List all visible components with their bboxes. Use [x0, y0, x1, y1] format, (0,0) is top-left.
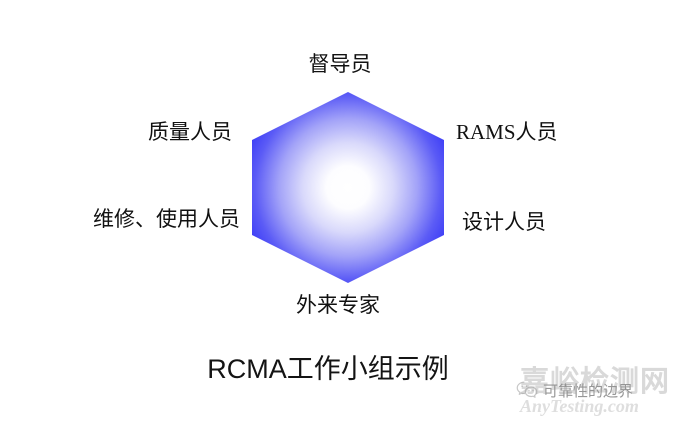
node-label-upper-right: RAMS人员 — [456, 120, 558, 144]
node-label-upper-left: 质量人员 — [148, 120, 232, 144]
diagram-caption: RCMA工作小组示例 — [207, 354, 449, 384]
hexagon-svg — [252, 92, 444, 283]
hexagon-polygon — [252, 92, 444, 283]
node-label-bottom: 外来专家 — [296, 293, 380, 317]
node-label-lower-right: 设计人员 — [462, 210, 546, 234]
hexagon-shape — [252, 92, 444, 283]
node-label-lower-left: 维修、使用人员 — [93, 207, 240, 231]
watermark-brand-en: AnyTesting.com — [520, 396, 639, 416]
node-label-top: 督导员 — [308, 52, 372, 76]
